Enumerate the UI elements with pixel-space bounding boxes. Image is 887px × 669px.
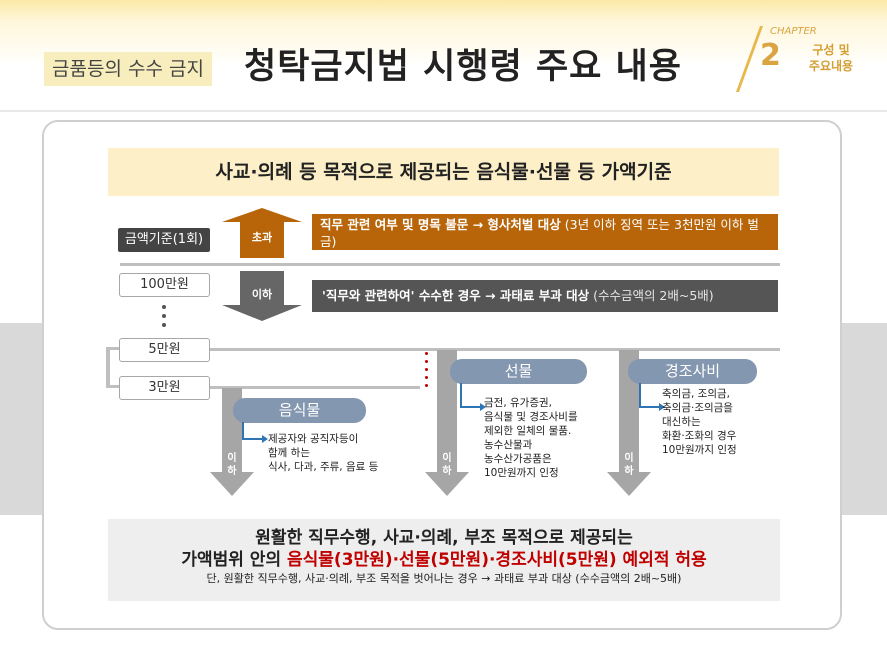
header-divider xyxy=(0,110,887,112)
chapter-label-line-1: 구성 및 xyxy=(812,43,850,57)
gift-arrow-down xyxy=(425,350,469,496)
gift-desc-line: 10만원까지 인정 xyxy=(484,467,559,479)
food-arrow-down xyxy=(210,388,254,496)
food-connector xyxy=(242,422,268,443)
gift-desc-line: 농수산가공품은 xyxy=(484,453,552,465)
food-desc-line: 식사, 다과, 주류, 음료 등 xyxy=(268,461,379,473)
food-description: 제공자와 공직자등이 함께 하는 식사, 다과, 주류, 음료 등 xyxy=(268,432,418,474)
condolence-desc-line: 대신하는 xyxy=(662,416,701,428)
over-arrow-label: 초과 xyxy=(251,231,273,244)
food-arrow-label: 이 하 xyxy=(224,452,240,478)
bracket-line xyxy=(106,347,110,388)
condolence-desc-line: 축의금·조의금을 xyxy=(662,402,733,414)
banner-title: 사교·의례 등 목적으로 제공되는 음식물·선물 등 가액기준 xyxy=(108,148,779,196)
over-result-bar: 직무 관련 여부 및 명목 불문 → 형사처벌 대상 (3년 이하 징역 또는 … xyxy=(312,214,778,250)
summary-box: 원활한 직무수행, 사교·의례, 부조 목적으로 제공되는 가액범위 안의 음식… xyxy=(108,519,780,601)
page-title: 청탁금지법 시행령 주요 내용 xyxy=(244,47,682,87)
below-arrow-down xyxy=(222,271,302,321)
ellipsis-dot xyxy=(162,323,166,327)
marker-dot xyxy=(425,352,428,355)
gift-arrow-label-2: 하 xyxy=(442,466,452,477)
over-result-bold: 직무 관련 여부 및 명목 불문 → 형사처벌 대상 xyxy=(320,217,561,232)
condolence-arrow-down xyxy=(607,350,651,496)
condolence-desc-line: 화환·조화의 경우 xyxy=(662,430,737,442)
amount-criteria-label: 금액기준(1회) xyxy=(118,228,210,252)
level-5man: 5만원 xyxy=(119,338,210,362)
gift-connector xyxy=(460,383,486,411)
gift-desc-line: 음식물 및 경조사비를 xyxy=(484,411,578,423)
bracket-line xyxy=(106,347,122,350)
condolence-desc-line: 10만원까지 인정 xyxy=(662,444,737,456)
gift-arrow-label: 이 하 xyxy=(439,452,455,478)
marker-dot xyxy=(425,384,428,387)
ellipsis-dot xyxy=(162,305,166,309)
category-gift-pill: 선물 xyxy=(450,359,587,384)
over-result-normal: (3년 이하 징역 또는 3천만원 이하 벌금) xyxy=(320,217,759,249)
food-arrow-label-2: 하 xyxy=(227,466,237,477)
over-arrow-up xyxy=(222,208,302,258)
marker-dot xyxy=(425,360,428,363)
bracket-line xyxy=(106,385,122,388)
chapter-label-line-2: 주요내용 xyxy=(808,59,854,73)
chapter-label: 구성 및 주요내용 xyxy=(796,42,866,74)
chapter-word: CHAPTER xyxy=(770,26,817,37)
summary-note: 단, 원활한 직무수행, 사교·의례, 부조 목적을 벗어나는 경우 → 과태료… xyxy=(206,572,682,585)
level-100man: 100만원 xyxy=(119,273,210,297)
marker-dot xyxy=(425,376,428,379)
gift-desc-line: 제외한 일체의 물품. xyxy=(484,425,572,437)
level-3man: 3만원 xyxy=(119,376,210,400)
below-result-normal: (수수금액의 2배~5배) xyxy=(589,288,714,303)
below-result-bar: '직무와 관련하여' 수수한 경우 → 과태료 부과 대상 (수수금액의 2배~… xyxy=(312,280,778,312)
summary-line-2-prefix: 가액범위 안의 xyxy=(181,550,288,570)
gift-description: 금전, 유가증권, 음식물 및 경조사비를 제외한 일체의 물품. 농수산물과 … xyxy=(484,396,614,480)
condolence-arrow-label-2: 하 xyxy=(624,466,634,477)
condolence-arrow-label: 이 하 xyxy=(621,452,637,478)
summary-line-2: 가액범위 안의 음식물(3만원)·선물(5만원)·경조사비(5만원) 예외적 허… xyxy=(108,549,780,571)
category-food-pill: 음식물 xyxy=(233,398,366,423)
category-condolence-pill: 경조사비 xyxy=(628,359,757,384)
summary-line-1: 원활한 직무수행, 사교·의례, 부조 목적으로 제공되는 xyxy=(255,528,633,548)
food-arrow-label-1: 이 xyxy=(227,453,237,464)
below-result-bold: '직무와 관련하여' 수수한 경우 → 과태료 부과 대상 xyxy=(322,288,590,303)
condolence-arrow-label-1: 이 xyxy=(624,453,634,464)
condolence-description: 축의금, 조의금, 축의금·조의금을 대신하는 화환·조화의 경우 10만원까지… xyxy=(662,387,777,457)
condolence-desc-line: 축의금, 조의금, xyxy=(662,388,730,400)
food-desc-line: 함께 하는 xyxy=(268,447,310,459)
threshold-line-100 xyxy=(120,263,780,266)
section-subtitle: 금품등의 수수 금지 xyxy=(44,52,212,86)
below-arrow-label: 이하 xyxy=(251,288,273,301)
gift-desc-line: 금전, 유가증권, xyxy=(484,397,552,409)
gift-desc-line: 농수산물과 xyxy=(484,439,533,451)
chapter-number: 2 xyxy=(760,38,781,73)
threshold-line-3 xyxy=(180,386,420,389)
threshold-line-5 xyxy=(180,348,780,351)
condolence-connector xyxy=(639,383,665,411)
food-desc-line: 제공자와 공직자등이 xyxy=(268,433,359,445)
gift-arrow-label-1: 이 xyxy=(442,453,452,464)
marker-dot xyxy=(425,368,428,371)
ellipsis-dot xyxy=(162,314,166,318)
summary-line-2-highlight: 음식물(3만원)·선물(5만원)·경조사비(5만원) 예외적 허용 xyxy=(287,550,707,570)
